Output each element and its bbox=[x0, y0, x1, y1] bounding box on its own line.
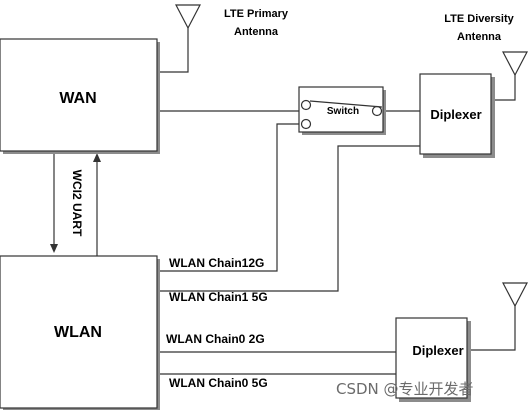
wan-label: WAN bbox=[59, 90, 96, 107]
switch-lever bbox=[309, 100, 383, 108]
wire-diversity-antenna-feed bbox=[490, 70, 516, 101]
connections bbox=[50, 28, 516, 375]
diplexer-top-label: Diplexer bbox=[430, 107, 481, 122]
wire-bottom-antenna-feed bbox=[466, 302, 516, 351]
chain1-5g-label: WLAN Chain1 5G bbox=[169, 290, 268, 304]
switch-port-lower bbox=[300, 118, 312, 130]
lte-primary-label-line2: Antenna bbox=[234, 26, 279, 38]
wlan-label: WLAN bbox=[54, 324, 102, 341]
diplexer-bottom-block: Diplexer bbox=[395, 317, 471, 402]
wlan-block: WLAN bbox=[0, 255, 160, 410]
lte-diversity-antenna-icon bbox=[502, 51, 528, 77]
lte-primary-antenna-icon bbox=[175, 4, 201, 30]
switch-block: Switch bbox=[298, 86, 386, 135]
lte-primary-label-line1: LTE Primary bbox=[224, 8, 289, 20]
lte-diversity-label-line2: Antenna bbox=[457, 31, 502, 43]
arrow-up-icon bbox=[93, 153, 101, 162]
wci2-uart-label: WCI2 UART bbox=[70, 170, 84, 237]
diplexer-bottom-label: Diplexer bbox=[412, 343, 463, 358]
switch-port-upper bbox=[300, 99, 312, 111]
uart-arrows bbox=[50, 150, 101, 256]
switch-port-output bbox=[371, 105, 383, 117]
bottom-antenna-icon bbox=[502, 282, 528, 308]
chain0-2g-label: WLAN Chain0 2G bbox=[166, 332, 265, 346]
chain0-5g-label: WLAN Chain0 5G bbox=[169, 376, 268, 390]
wire-primary-antenna-feed bbox=[157, 28, 189, 73]
wire-chain1-5g bbox=[157, 145, 420, 292]
diplexer-top-block: Diplexer bbox=[419, 73, 495, 158]
chain1-2g-label: WLAN Chain12G bbox=[169, 256, 264, 270]
switch-label: Switch bbox=[327, 106, 359, 117]
arrow-down-icon bbox=[50, 244, 58, 253]
lte-diversity-label-line1: LTE Diversity bbox=[444, 13, 514, 25]
wan-block: WAN bbox=[0, 38, 160, 154]
wire-chain1-2g bbox=[157, 123, 300, 272]
watermark: CSDN @专业开发者 bbox=[336, 380, 474, 398]
